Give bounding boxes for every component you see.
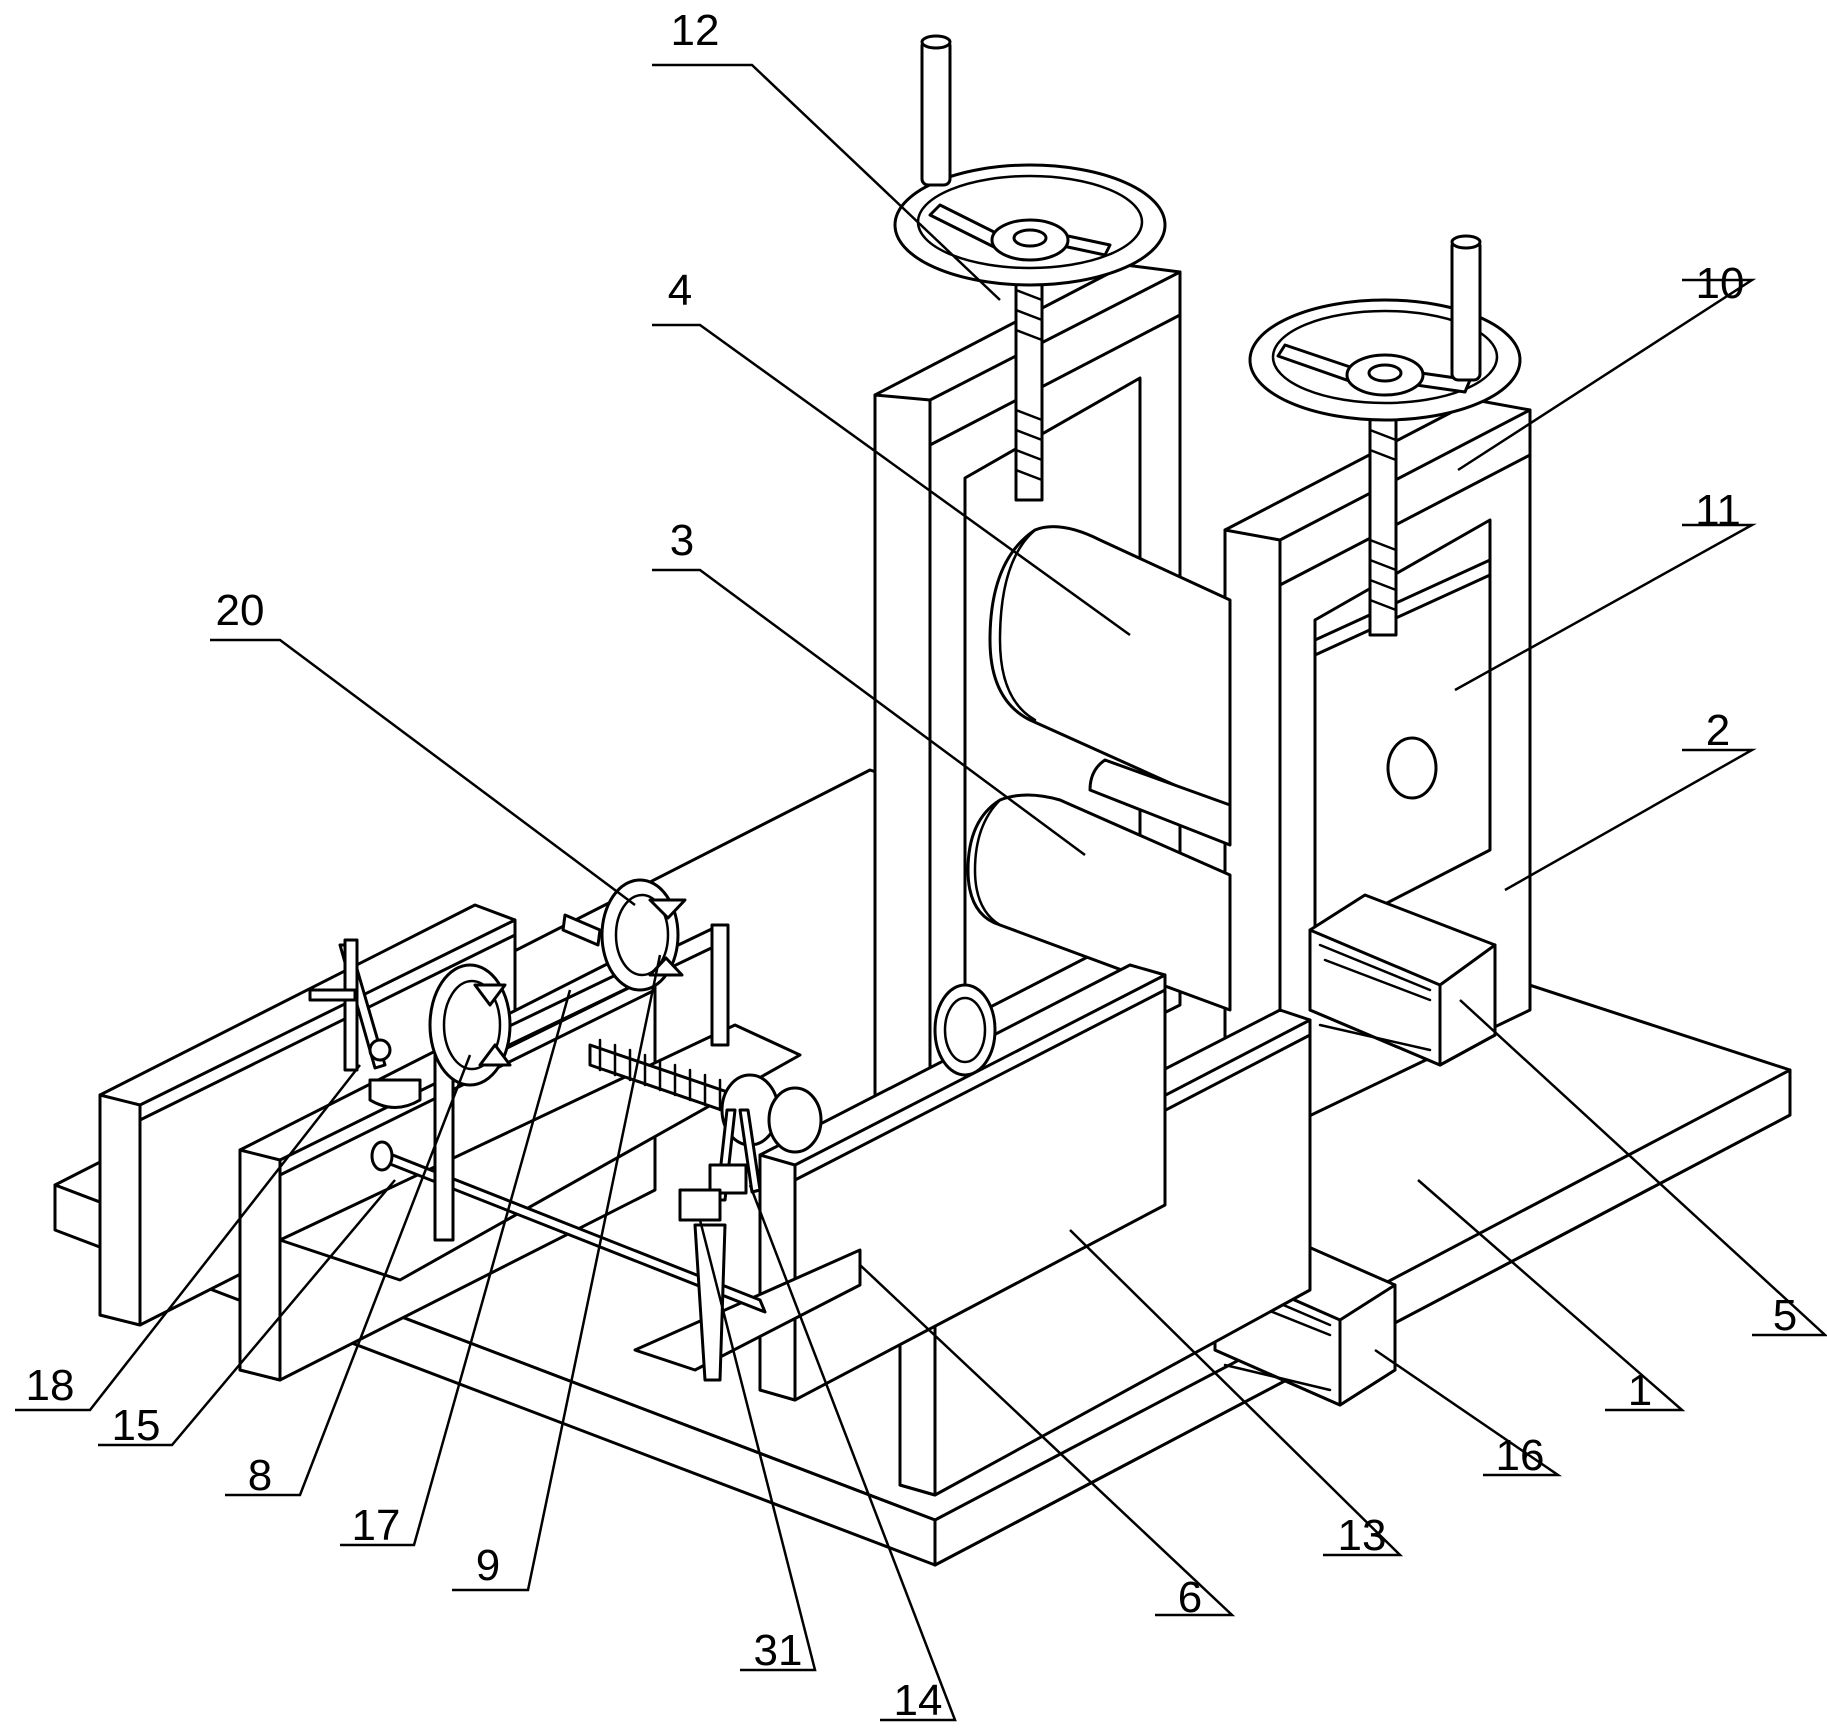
lower-feed-shaft [370, 1140, 767, 1314]
callout-5: 5 [1773, 1291, 1797, 1340]
callout-14: 14 [894, 1676, 943, 1725]
callout-3: 3 [670, 516, 694, 565]
callout-2: 2 [1706, 706, 1730, 755]
vertical-post [433, 923, 730, 1242]
upper-motor-block [1308, 893, 1497, 1067]
bearing-boss [1386, 736, 1438, 800]
callout-4: 4 [668, 266, 692, 315]
callout-20: 20 [216, 586, 265, 635]
callout-8: 8 [248, 1451, 272, 1500]
callout-1: 1 [1628, 1366, 1652, 1415]
rear-drive-disc [933, 983, 997, 1077]
left-linkage [308, 938, 422, 1109]
front-pulley-disc [428, 963, 512, 1087]
callout-12: 12 [671, 6, 720, 55]
callout-10: 10 [1696, 259, 1745, 308]
front-screw [1368, 408, 1398, 637]
callout-17: 17 [352, 1501, 401, 1550]
slide-block [1313, 558, 1492, 657]
leader-lines [15, 63, 1827, 1722]
callout-31: 31 [754, 1626, 803, 1675]
right-linkage [678, 1108, 762, 1222]
feed-side-plate [758, 963, 1167, 1402]
callouts: 12 10 4 11 3 20 2 5 1 16 13 6 14 31 9 17… [26, 6, 1798, 1725]
callout-13: 13 [1338, 1511, 1387, 1560]
callout-18: 18 [26, 1361, 75, 1410]
callout-15: 15 [112, 1401, 161, 1450]
rear-screw [1014, 268, 1044, 502]
callout-9: 9 [476, 1541, 500, 1590]
callout-11: 11 [1695, 486, 1741, 535]
callout-6: 6 [1178, 1573, 1202, 1622]
lower-roller [966, 758, 1232, 1012]
callout-16: 16 [1496, 1431, 1545, 1480]
support-leg [693, 1223, 727, 1382]
upper-roller [988, 525, 1232, 812]
rear-handwheel [893, 34, 1167, 287]
front-handwheel [1248, 234, 1522, 422]
